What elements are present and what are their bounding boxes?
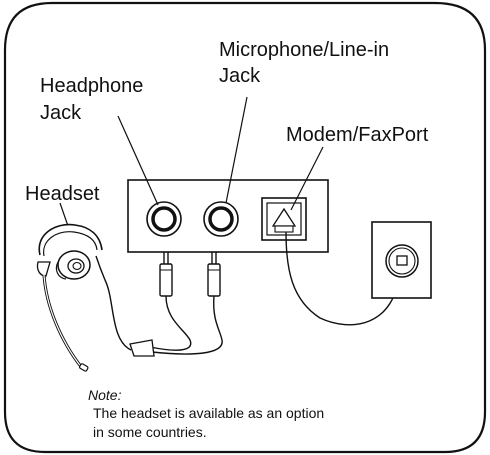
microphone-leader-line	[225, 96, 248, 204]
wall-outlet-icon	[371, 221, 432, 299]
diagram-frame	[3, 1, 487, 454]
headset-label: Headset	[25, 183, 100, 205]
headphone-cord	[149, 295, 192, 351]
modem-cable	[285, 231, 401, 326]
headphone-plug-icon	[159, 252, 173, 297]
headphone-leader-line	[117, 115, 159, 206]
note-text-line1: The headset is available as an option	[93, 405, 325, 421]
modem-port-label: Modem/FaxPort	[286, 124, 429, 146]
microphone-jack-label: Microphone/Line-in	[219, 39, 390, 61]
headphone-jack-icon	[146, 201, 182, 237]
note-title: Note:	[88, 387, 122, 403]
headphone-jack-label-line2: Jack	[40, 102, 82, 124]
headset-cable	[95, 255, 132, 351]
microphone-jack-icon	[203, 201, 239, 237]
microphone-plug-icon	[207, 252, 221, 297]
headset-leader-line	[59, 202, 69, 227]
headset-icon	[36, 223, 103, 372]
microphone-jack-label-line2: Jack	[219, 65, 261, 87]
note-text-line2: in some countries.	[93, 424, 207, 440]
cord-splitter-icon	[129, 339, 155, 357]
modem-leader-line	[290, 146, 324, 211]
microphone-cord	[151, 295, 223, 355]
modem-port-icon	[261, 197, 307, 241]
headphone-jack-label: Headphone	[40, 75, 144, 97]
